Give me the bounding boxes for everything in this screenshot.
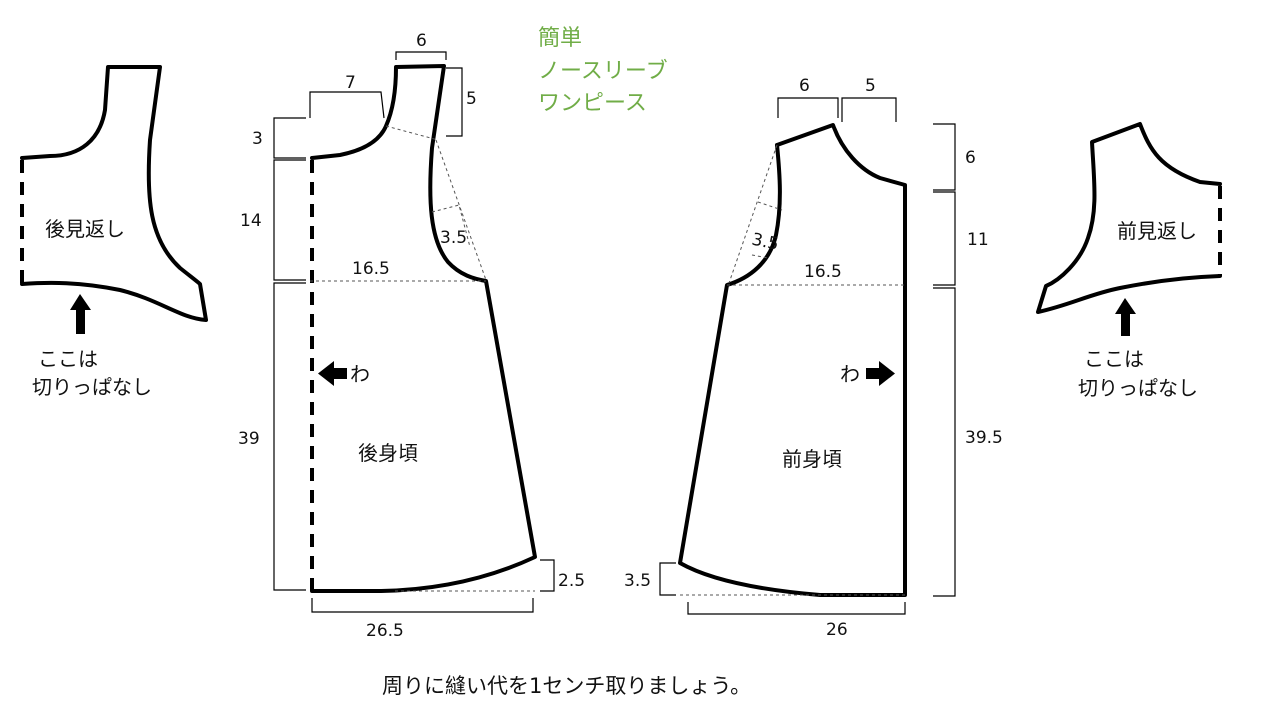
back-facing-note-line-1: ここは: [38, 347, 98, 371]
back-fold-label: わ: [350, 362, 370, 386]
title-block: 簡単 ノースリーブ ワンピース: [538, 26, 668, 116]
back-shoulder-label: 7: [345, 73, 356, 93]
front-facing-piece: 前見返し ここは 切りっぱなし: [1036, 122, 1222, 400]
front-armhole-curve-label: 3.5: [750, 230, 781, 255]
front-hem-rise-bracket: [659, 562, 676, 596]
back-length-label: 39: [238, 429, 260, 449]
back-body-piece: 6 7 5 3 14 3.5 16.5 39 2.5 26.5 わ 後身頃: [238, 31, 585, 641]
back-length-bracket: [273, 282, 306, 591]
back-neck-depth-bracket: [273, 117, 306, 159]
back-body-label: 後身頃: [358, 441, 418, 465]
title-line-1: 簡単: [538, 26, 582, 51]
back-shoulder-drop-bracket: [446, 67, 463, 137]
front-neck-width-bracket: [841, 97, 897, 122]
back-armhole-curve-guide: [431, 204, 471, 248]
front-neck-width-label: 5: [865, 76, 876, 96]
back-hem-rise-bracket: [540, 559, 555, 592]
back-neck-width-bracket: [395, 51, 447, 60]
front-bust-label: 16.5: [804, 262, 842, 282]
front-facing-label: 前見返し: [1117, 219, 1197, 243]
title-line-2: ノースリーブ: [538, 59, 668, 84]
back-facing-label: 後見返し: [45, 217, 125, 241]
back-armhole-depth-bracket: [273, 159, 306, 281]
front-facing-outline: [1036, 122, 1222, 314]
up-arrow-icon: [1115, 298, 1136, 336]
back-facing-note-line-2: 切りっぱなし: [32, 375, 152, 399]
front-body-label: 前身頃: [782, 447, 842, 471]
front-body-outline: [678, 123, 907, 597]
back-body-outline: [310, 64, 537, 593]
front-facing-note-line-1: ここは: [1084, 347, 1144, 371]
front-length-label: 39.5: [965, 428, 1003, 448]
front-shoulder-bracket: [777, 97, 839, 118]
left-arrow-icon: [318, 361, 347, 386]
title-line-3: ワンピース: [538, 91, 647, 116]
right-arrow-icon: [866, 361, 895, 386]
back-hem-rise-label: 2.5: [558, 571, 585, 591]
front-facing-note-line-2: 切りっぱなし: [1078, 376, 1198, 400]
back-hem-label: 26.5: [366, 621, 404, 641]
front-armhole-depth-label: 11: [967, 230, 989, 250]
back-bust-label: 16.5: [352, 259, 390, 279]
front-hem-bracket: [687, 602, 906, 615]
front-neck-depth-bracket: [933, 123, 956, 191]
front-neck-depth-label: 6: [965, 148, 976, 168]
front-hem-label: 26: [826, 620, 848, 640]
back-neck-depth-label: 3: [252, 129, 263, 149]
back-shoulder-bracket: [309, 91, 385, 119]
back-shoulder-drop-label: 5: [466, 89, 477, 109]
back-neck-guide: [385, 125, 439, 141]
back-facing-piece: 後見返し ここは 切りっぱなし: [20, 65, 208, 399]
back-facing-outline: [20, 65, 208, 322]
front-armhole-curve-guide: [751, 201, 783, 259]
back-armhole-guide: [435, 139, 487, 281]
front-body-piece: 6 5 6 11 3.5 16.5 39.5 3.5 26 わ 前身頃: [624, 76, 1003, 640]
back-armhole-curve-label: 3.5: [440, 228, 467, 248]
back-armhole-depth-label: 14: [240, 211, 262, 231]
front-fold-label: わ: [840, 362, 860, 386]
up-arrow-icon: [70, 294, 91, 334]
front-shoulder-label: 6: [799, 76, 810, 96]
front-length-bracket: [933, 287, 956, 597]
back-hem-bracket: [311, 598, 534, 613]
front-hem-rise-label: 3.5: [624, 571, 651, 591]
back-neck-width-label: 6: [416, 31, 427, 51]
front-armhole-guide: [728, 144, 778, 284]
front-armhole-depth-bracket: [933, 191, 956, 286]
footer-note: 周りに縫い代を1センチ取りましょう。: [382, 674, 751, 698]
